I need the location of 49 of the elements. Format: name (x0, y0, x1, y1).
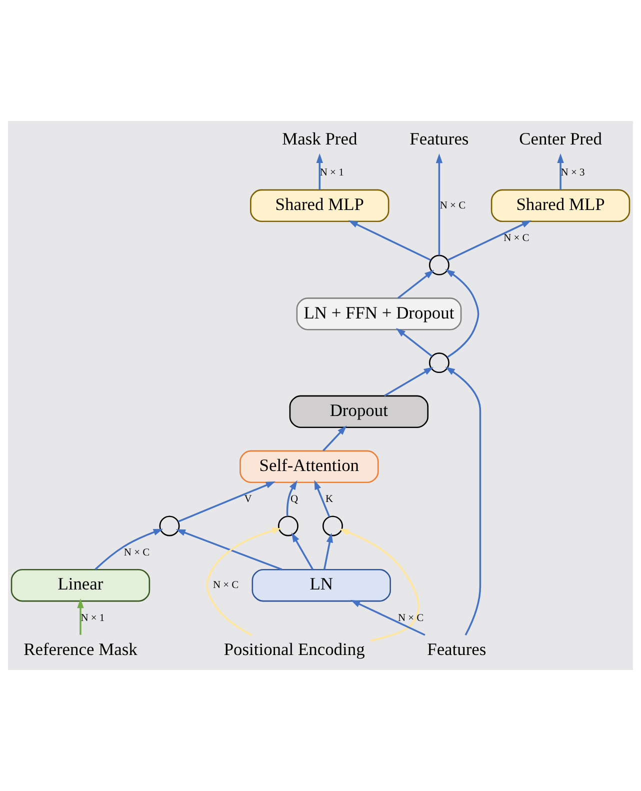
node-box: Shared MLP (250, 189, 390, 222)
node-circle (428, 254, 450, 276)
arrow (206, 527, 282, 636)
arrow (445, 366, 482, 636)
node-text: Mask Pred (282, 128, 358, 149)
node-text: Features (427, 639, 486, 660)
node-circle (278, 516, 298, 536)
edge-label: N × C (504, 233, 530, 244)
node-text: Center Pred (519, 128, 602, 149)
edge-label: V (244, 494, 252, 506)
edge-label: N × C (398, 612, 424, 624)
arrow (178, 481, 276, 522)
node-box: Shared MLP (490, 189, 630, 222)
node-text: Positional Encoding (224, 639, 365, 660)
node-box: LN (252, 568, 391, 602)
arrow (324, 532, 333, 570)
arrow (445, 269, 480, 358)
arrow (447, 220, 532, 261)
arrow (314, 480, 330, 518)
arrow (384, 367, 434, 397)
arrow (396, 328, 433, 357)
edge-label: N × C (212, 580, 239, 592)
edge-label: N × C (440, 200, 466, 212)
arrow (339, 528, 420, 642)
edge-label: N × C (124, 547, 150, 558)
node-box: Self-Attention (240, 450, 379, 483)
node-circle (428, 352, 450, 374)
edge-label: K (325, 494, 334, 506)
arrow (398, 270, 434, 299)
node-text: Features (410, 128, 469, 149)
arrow (322, 426, 347, 452)
edge-label: N × 1 (80, 612, 105, 624)
arrow (176, 529, 282, 570)
node-box: LN + FFN + Dropout (296, 298, 462, 330)
node-circle (159, 516, 180, 536)
arrow (436, 154, 443, 256)
arrow (316, 153, 323, 190)
arrow (291, 532, 314, 570)
arrow (77, 598, 84, 635)
arrow (286, 480, 298, 516)
node-circle (322, 516, 343, 536)
node-text: Reference Mask (24, 639, 138, 660)
arrow (94, 528, 164, 570)
node-box: Dropout (289, 395, 428, 428)
edge-label: Q (290, 494, 298, 506)
arrow (557, 153, 564, 190)
node-box: Linear (10, 568, 150, 602)
arrow (348, 220, 431, 261)
arrow (350, 600, 426, 636)
